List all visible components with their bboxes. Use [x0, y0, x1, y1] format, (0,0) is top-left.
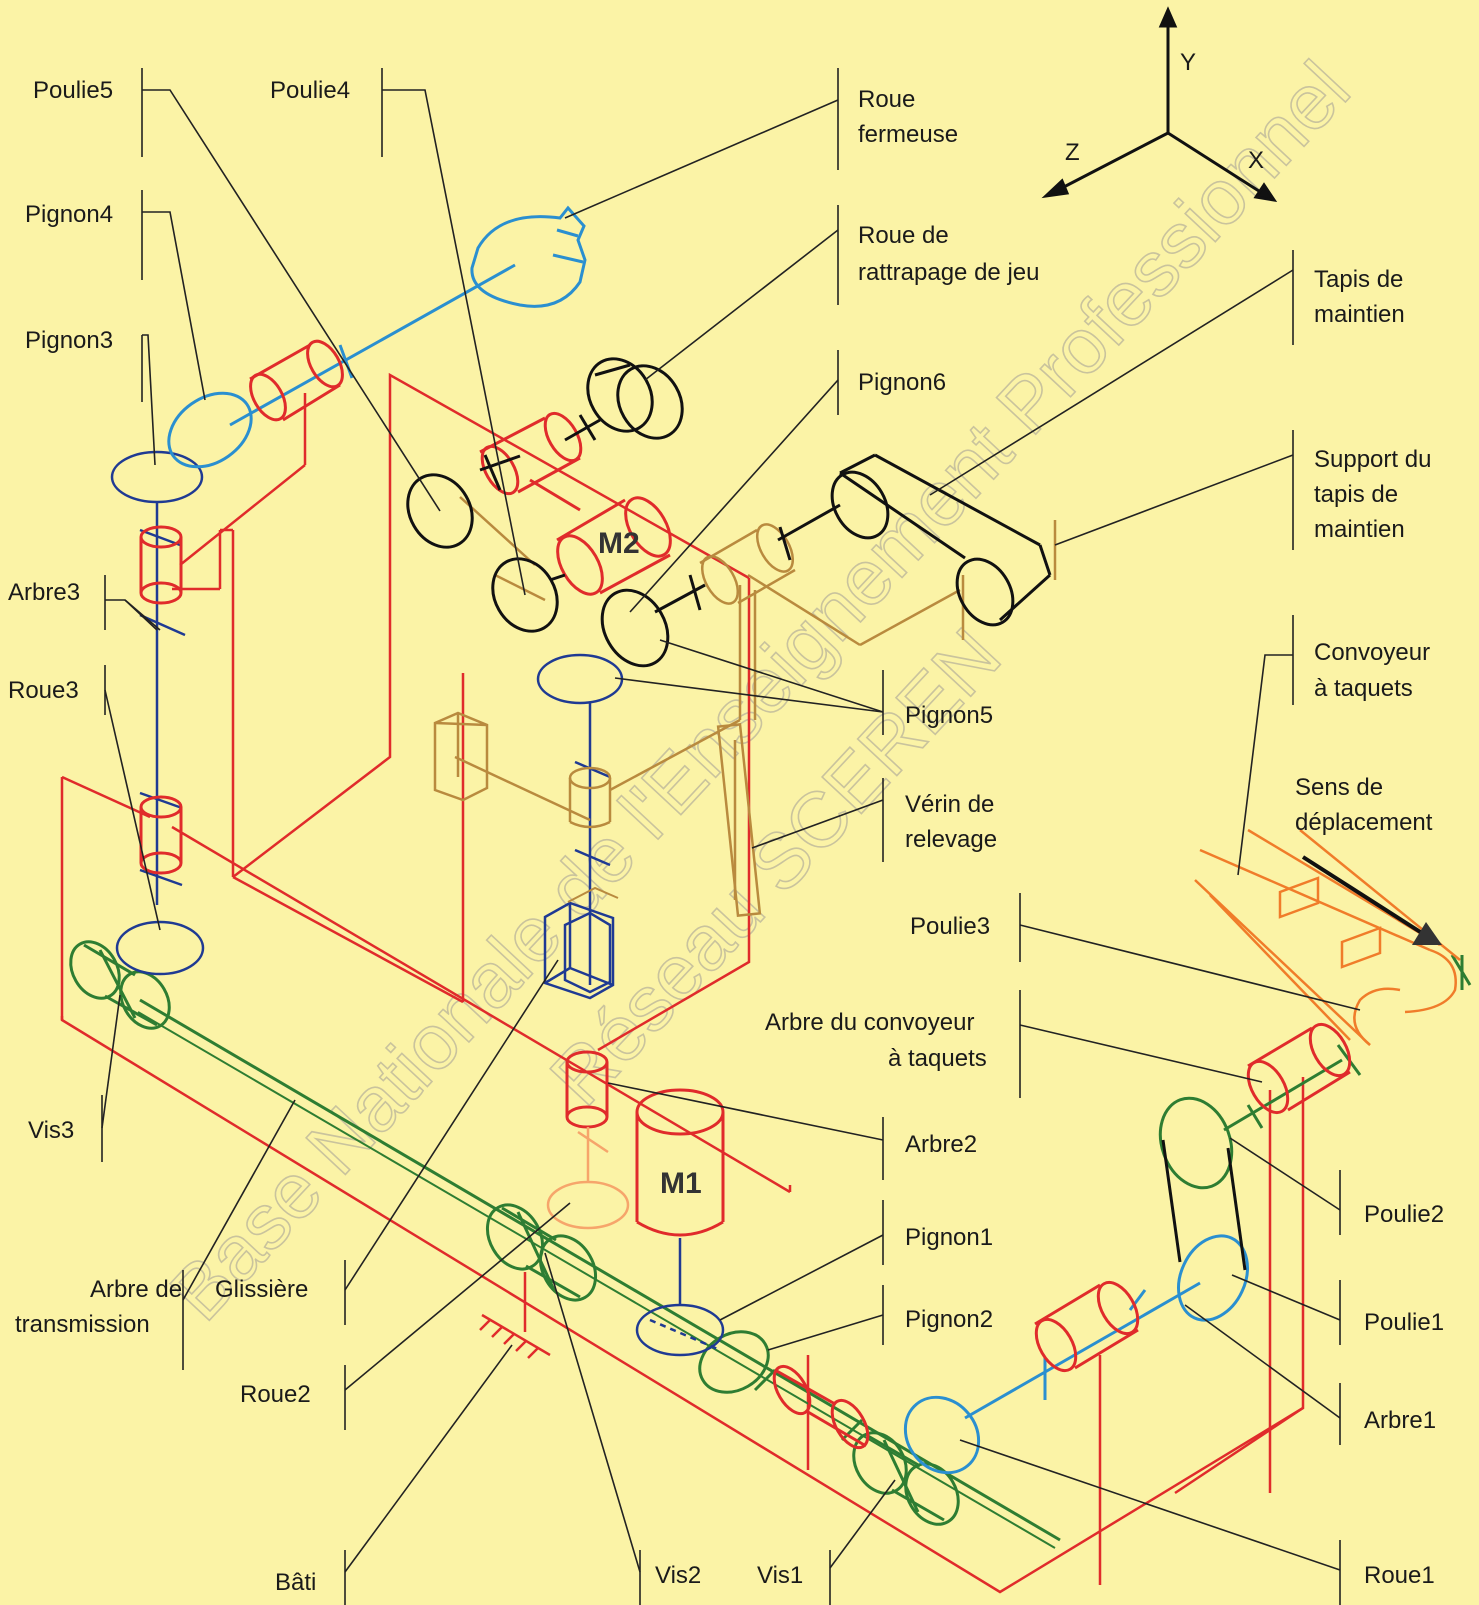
- label-poulie3: Poulie3: [910, 913, 990, 940]
- watermark-line1: Base Nationale de l'Enseignement Profess…: [153, 45, 1366, 1337]
- x-axis: [1167, 131, 1263, 195]
- bearing-rattrapage: [479, 411, 583, 512]
- z-axis: [1057, 131, 1169, 192]
- label-support-1: Support du: [1314, 446, 1431, 473]
- label-roue2: Roue2: [240, 1381, 311, 1408]
- blue-light-parts: [167, 205, 1249, 1475]
- bearing-arbre1: [1034, 1280, 1140, 1373]
- motor-m1-label: M1: [660, 1167, 702, 1200]
- label-arbre-trans-1: Arbre de: [90, 1276, 182, 1303]
- tapis-de-maintien: [830, 453, 1052, 627]
- axis-z-label: Z: [1065, 139, 1080, 166]
- bearing-arbre-pignon4: [249, 339, 344, 422]
- transmission-shaft: [69, 940, 1472, 1549]
- label-pignon4: Pignon4: [25, 201, 113, 228]
- tan-box: [433, 711, 489, 802]
- bearing-convoyeur: [1246, 1022, 1352, 1115]
- watermark: Base Nationale de l'Enseignement Profess…: [152, 44, 1367, 1337]
- red-bearings: [139, 339, 1352, 1450]
- label-arbre2: Arbre2: [905, 1131, 977, 1158]
- frame: [60, 372, 1305, 1594]
- vis2-screw: [485, 1203, 598, 1302]
- label-roue-rattrapage-2: rattrapage de jeu: [858, 259, 1039, 286]
- pignon2-gear: [698, 1330, 770, 1394]
- label-pignon3: Pignon3: [25, 327, 113, 354]
- direction-arrow: [1301, 855, 1442, 945]
- axis-y-label: Y: [1180, 49, 1196, 76]
- label-sens-2: déplacement: [1295, 809, 1433, 836]
- bearing-arbre3-upper: [139, 525, 183, 605]
- label-vis3: Vis3: [28, 1117, 74, 1144]
- label-roue-fermeuse-2: fermeuse: [858, 121, 958, 148]
- axis-x-label: X: [1248, 147, 1264, 174]
- label-roue-fermeuse-1: Roue: [858, 86, 915, 113]
- label-vis2: Vis2: [655, 1562, 701, 1589]
- arbre-de-transmission: [139, 998, 1061, 1542]
- label-support-3: maintien: [1314, 516, 1405, 543]
- label-arbre-convoyeur-2: à taquets: [888, 1045, 987, 1072]
- label-poulie4: Poulie4: [270, 77, 350, 104]
- label-arbre-trans-2: transmission: [15, 1311, 150, 1338]
- pignon6-gear: [600, 588, 670, 668]
- label-pignon6: Pignon6: [858, 369, 946, 396]
- label-roue-rattrapage-1: Roue de: [858, 222, 949, 249]
- label-bati: Bâti: [275, 1569, 316, 1596]
- label-vis1: Vis1: [757, 1562, 803, 1589]
- label-poulie1: Poulie1: [1364, 1309, 1444, 1336]
- pignon5-gear: [536, 653, 624, 705]
- ground-symbol: [479, 1272, 551, 1359]
- label-tapis-1: Tapis de: [1314, 266, 1403, 293]
- roue1-wheel: [903, 1395, 981, 1475]
- motor-m1: [635, 1088, 725, 1237]
- verin-relevage: [716, 722, 762, 918]
- label-pignon2: Pignon2: [905, 1306, 993, 1333]
- poulie1-pulley: [1177, 1234, 1249, 1322]
- glissiere-box: [543, 901, 615, 1000]
- label-convoyeur-1: Convoyeur: [1314, 639, 1430, 666]
- bearing-vis1: [772, 1364, 870, 1450]
- label-pignon5: Pignon5: [905, 702, 993, 729]
- label-tapis-2: maintien: [1314, 301, 1405, 328]
- x-axis-arrow: [1253, 182, 1278, 203]
- pignon1-gear: [635, 1303, 725, 1357]
- label-verin-2: relevage: [905, 826, 997, 853]
- roue-fermeuse: [470, 205, 587, 308]
- pignon4-gear: [167, 391, 253, 469]
- axis-triad: [1041, 6, 1278, 203]
- vis3-screw: [69, 940, 171, 1030]
- tan-parts: [433, 496, 1057, 918]
- vis1-screw: [852, 1431, 960, 1526]
- label-arbre-convoyeur-1: Arbre du convoyeur: [765, 1009, 974, 1036]
- label-support-2: tapis de: [1314, 481, 1398, 508]
- blue-dark-parts: [110, 450, 725, 1357]
- label-sens-1: Sens de: [1295, 774, 1383, 801]
- poulie5-pulley: [406, 473, 474, 549]
- label-roue3: Roue3: [8, 677, 79, 704]
- label-arbre1: Arbre1: [1364, 1407, 1436, 1434]
- pignon3-gear: [110, 450, 204, 504]
- black-parts: [406, 357, 1247, 1271]
- bearing-arbre3-lower: [139, 795, 183, 875]
- label-roue1: Roue1: [1364, 1562, 1435, 1589]
- label-verin-1: Vérin de: [905, 791, 994, 818]
- label-pignon1: Pignon1: [905, 1224, 993, 1251]
- tan-pointed-box: [567, 886, 619, 903]
- y-axis-arrow: [1158, 6, 1178, 28]
- motor-m2-label: M2: [598, 527, 640, 560]
- label-glissiere: Glissière: [215, 1276, 308, 1303]
- roue3-wheel: [115, 920, 205, 976]
- z-axis-arrow: [1041, 178, 1070, 199]
- label-poulie5: Poulie5: [33, 77, 113, 104]
- label-poulie2: Poulie2: [1364, 1201, 1444, 1228]
- labels: Poulie5 Poulie4 Roue fermeuse Pignon4 Ro…: [8, 77, 1444, 1596]
- leader-lines: [101, 68, 1361, 1605]
- label-convoyeur-2: à taquets: [1314, 675, 1413, 702]
- label-arbre3: Arbre3: [8, 579, 80, 606]
